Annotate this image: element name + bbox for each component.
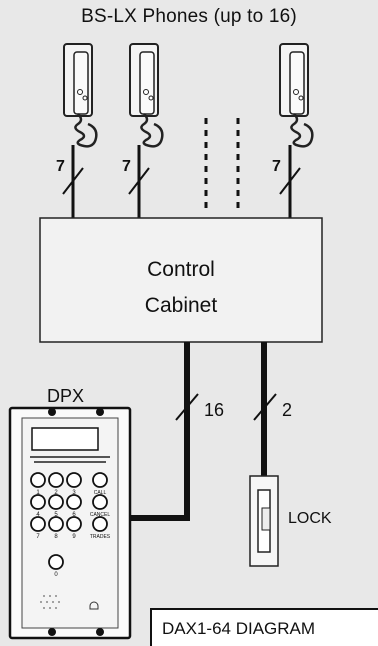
dpx-label: DPX (47, 386, 85, 406)
key-3-label: 3 (72, 490, 76, 496)
phone-2-wire-count: 7 (122, 158, 131, 175)
key-1-label: 1 (36, 490, 40, 496)
key-2-label: 2 (54, 490, 58, 496)
phone-1-wire-slash (62, 167, 84, 195)
phone-16 (279, 43, 314, 148)
phone-1-wire-count: 7 (56, 158, 65, 175)
key-6-label: 6 (72, 512, 76, 518)
dpx-display (31, 427, 99, 451)
diagram-title: BS-LX Phones (up to 16) (81, 6, 297, 27)
camera-icon (89, 601, 99, 610)
dpx-cable-slash (175, 393, 199, 421)
call-key-label: CALL (94, 490, 107, 496)
dpx-panel: 1 2 3 4 5 6 7 8 9 0 CALL CANCEL TRADES (8, 406, 132, 640)
cancel-key-label: CANCEL (90, 512, 111, 518)
phone-1 (63, 43, 98, 148)
lock-label: LOCK (288, 510, 332, 527)
cabinet-line-2: Cabinet (144, 294, 218, 317)
phone-2-wire-slash (128, 167, 150, 195)
diagram-caption: DAX1-64 DIAGRAM (162, 619, 316, 638)
trades-key-label: TRADES (90, 534, 111, 540)
key-9-label: 9 (72, 534, 76, 540)
key-8-label: 8 (54, 534, 58, 540)
key-7-label: 7 (36, 534, 40, 540)
cabinet-line-1: Control (147, 258, 215, 281)
lock-device (249, 475, 279, 567)
control-cabinet-box (39, 217, 323, 343)
phone-16-wire-slash (279, 167, 301, 195)
dpx-cable (130, 342, 190, 521)
lock-cable-slash (253, 393, 277, 421)
phone-16-wire-count: 7 (272, 158, 281, 175)
key-4-label: 4 (36, 512, 40, 518)
phone-2 (129, 43, 164, 148)
key-0-label: 0 (54, 572, 58, 578)
diagram-caption-box: DAX1-64 DIAGRAM (150, 608, 378, 646)
control-cabinet-label: Control Cabinet (40, 252, 322, 324)
dpx-wire-count: 16 (204, 400, 225, 420)
key-5-label: 5 (54, 512, 58, 518)
lock-wire-count: 2 (282, 400, 293, 420)
speaker-grille-icon (40, 595, 60, 609)
